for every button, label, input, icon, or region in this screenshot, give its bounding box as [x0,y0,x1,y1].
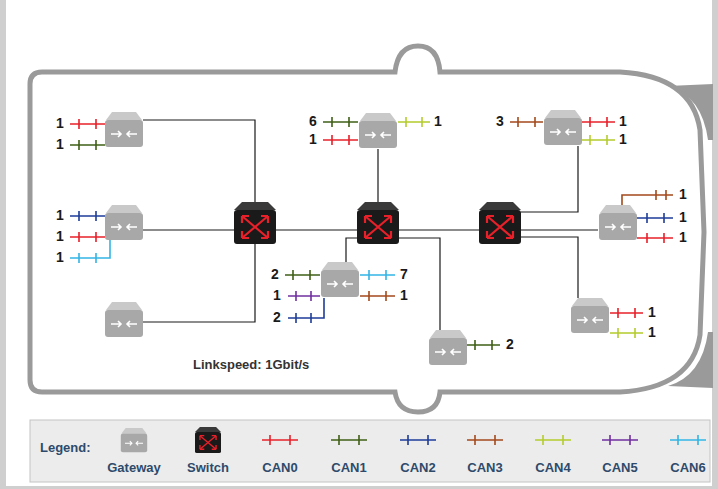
can4-stub [398,117,430,127]
switch-icon [234,202,276,244]
can-count: 1 [56,229,64,244]
ethernet-link [143,229,234,230]
can-count: 1 [619,132,627,147]
legend-can2-sample [400,435,436,445]
can-count: 1 [434,114,442,129]
gateway-icon [599,205,637,240]
ethernet-link [143,120,255,204]
can0-stub [323,135,358,145]
gateway-icon [571,298,609,333]
can4-stub [610,328,643,338]
can1-stub [323,117,358,127]
gateway-icon [544,110,582,145]
gateway-icon [321,262,359,297]
can6-stub [70,240,110,263]
can-count: 1 [679,210,687,225]
ethernet-link [377,149,378,204]
can3-stub [622,190,673,205]
can0-stub [610,308,643,318]
legend-gateway-icon [121,428,147,452]
switch-icon [479,202,521,244]
legend-text: CAN0 [262,461,297,475]
can0-stub [70,232,105,242]
ethernet-link [521,237,578,298]
can0-stub [582,117,615,127]
ethernet-link [346,238,357,262]
legend-can1-sample [331,435,367,445]
car-outline [30,46,704,412]
can-count: 1 [400,288,408,303]
can-count: 1 [679,187,687,202]
can6-stub [360,270,395,280]
legend-heading: Legend: [40,441,91,455]
can-count: 7 [400,267,408,282]
can-count: 6 [309,114,317,129]
can-count: 1 [56,137,64,152]
gateway-icon [105,302,143,337]
switch-icon [357,202,399,244]
gateway-icon [105,205,143,240]
legend-can0-sample [262,435,298,445]
can1-stub [467,340,500,350]
can-count: 2 [271,267,279,282]
can-stubs [70,117,673,350]
can4-stub [582,135,615,145]
can-count: 2 [273,310,281,325]
ethernet-link [143,243,255,322]
legend-text: Switch [187,461,229,475]
can5-stub [288,291,320,301]
legend-text: CAN4 [535,461,570,475]
can2-stub [637,213,673,223]
ethernet-link [399,238,440,330]
legend-text: CAN3 [467,461,502,475]
can-count: 1 [56,208,64,223]
ethernet-link [399,229,479,230]
legend-text: CAN5 [602,461,637,475]
can2-stub [70,211,105,221]
ethernet-links [143,120,598,330]
legend-can5-sample [602,435,638,445]
can-count: 1 [56,116,64,131]
legend-text: CAN2 [400,461,435,475]
legend-can4-sample [535,435,571,445]
can3-stub [360,291,395,301]
link-speed-note: Linkspeed: 1Gbit/s [193,358,309,372]
legend-text: CAN1 [331,461,366,475]
can-count: 1 [56,250,64,265]
legend-text: Gateway [107,461,160,475]
can0-stub [637,233,673,243]
wheel-arch [668,332,713,388]
legend-can6-sample [670,435,706,445]
can-count: 3 [496,114,504,129]
gateway-icon [359,113,397,148]
ethernet-link [521,229,598,230]
legend-text: CAN6 [670,461,705,475]
can0-stub [70,119,105,129]
legend-switch-icon [195,427,221,453]
gateway-icon [429,330,467,365]
legend-band [30,420,710,482]
can1-stub [285,270,320,280]
legend-can3-sample [467,435,503,445]
ethernet-link [276,229,357,230]
can2-stub [288,298,324,323]
legend-samples [262,435,706,445]
can-count: 1 [648,325,656,340]
can-count: 1 [619,114,627,129]
page-ground [6,0,712,486]
wheel-arch [668,84,713,140]
can-count: 2 [506,337,514,352]
can-count: 1 [309,132,317,147]
can-count: 1 [273,288,281,303]
can-count: 1 [648,305,656,320]
ethernet-link [521,146,578,212]
can3-stub [510,117,543,127]
can-count: 1 [679,230,687,245]
can1-stub [70,140,105,150]
gateway-icon [105,112,143,147]
